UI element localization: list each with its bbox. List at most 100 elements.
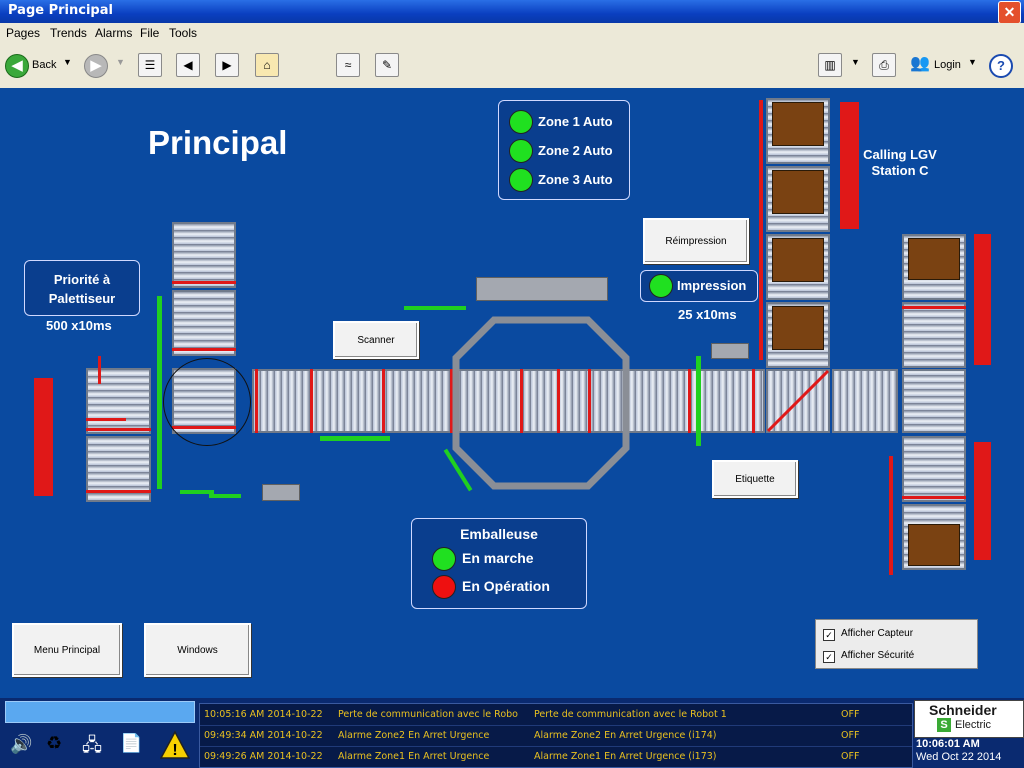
login-dropdown-icon[interactable]: ▼ — [968, 57, 977, 67]
recycle-icon[interactable]: ♻ — [46, 733, 63, 753]
sensor-line — [98, 356, 101, 384]
sensor-line — [172, 348, 236, 351]
main-canvas: Principal Priorité à Palettiseur 500 x10… — [0, 88, 1024, 698]
conveyor-column-2 — [172, 290, 236, 356]
trend-chart-icon[interactable]: ≈ — [336, 53, 360, 77]
schneider-logo-icon: S — [937, 718, 951, 732]
green-sensor-vertical — [157, 296, 162, 489]
pallet — [772, 238, 824, 282]
menu-file[interactable]: File — [140, 26, 160, 40]
sensor-line — [557, 369, 560, 433]
grey-block — [262, 484, 300, 501]
back-dropdown-icon[interactable]: ▼ — [63, 57, 72, 67]
impression-value: 25 x10ms — [678, 307, 737, 322]
warning-icon[interactable]: ! — [159, 730, 191, 760]
conveyor-column-1 — [172, 222, 236, 288]
etiquette-button[interactable]: Etiquette — [712, 460, 798, 498]
emballeuse-title: Emballeuse — [460, 526, 538, 542]
back-arrow-icon[interactable]: ◀ — [5, 54, 29, 78]
users-icon[interactable]: 👥 — [910, 55, 930, 72]
emballeuse-operation-lamp — [432, 575, 456, 599]
alarm-message: Perte de communication avec le Robo — [338, 709, 518, 720]
sensor-line — [889, 456, 893, 575]
pallet — [772, 102, 824, 146]
conveyor-far-right-2 — [902, 302, 966, 368]
reimpression-button[interactable]: Réimpression — [643, 218, 749, 264]
title-bar: Page Principal ✕ — [0, 0, 1024, 24]
impression-status-lamp — [649, 274, 673, 298]
print-icon[interactable]: ⎙ — [872, 53, 896, 77]
sensor-line — [382, 369, 385, 433]
zone-1-label: Zone 1 Auto — [538, 114, 613, 129]
zone-1-status-lamp — [509, 110, 533, 134]
alarm-state: OFF — [841, 751, 860, 762]
clock-time: 10:06:01 AM — [916, 738, 980, 750]
alarm-time: 09:49:26 AM 2014-10-22 — [204, 751, 323, 762]
login-button-label[interactable]: Login — [934, 59, 961, 71]
forward-dropdown-icon[interactable]: ▼ — [116, 57, 125, 67]
menu-tools[interactable]: Tools — [169, 26, 198, 40]
sensor-line — [588, 369, 591, 433]
sensor-line — [688, 369, 691, 433]
home-icon[interactable]: ⌂ — [255, 53, 279, 77]
windows-button[interactable]: Windows — [144, 623, 251, 677]
back-button-label[interactable]: Back — [32, 59, 57, 71]
pallet — [908, 524, 960, 566]
zone-3-label: Zone 3 Auto — [538, 172, 613, 187]
priority-panel: Priorité à Palettiseur — [24, 260, 140, 316]
help-icon[interactable]: ? — [989, 54, 1013, 78]
right-safety-bar — [974, 442, 991, 560]
pallet — [772, 170, 824, 214]
sensor-line — [902, 496, 966, 499]
green-sensor-horizontal — [180, 490, 214, 494]
next-page-icon[interactable]: ▶ — [215, 53, 239, 77]
window-title: Page Principal — [8, 3, 113, 18]
document-alarm-icon[interactable]: 📄 — [120, 733, 143, 753]
calling-lgv-bar — [840, 102, 859, 229]
transfer-diagonal — [766, 369, 830, 433]
alarm-time: 09:49:34 AM 2014-10-22 — [204, 730, 323, 741]
scanner-button[interactable]: Scanner — [333, 321, 419, 359]
report-chart-icon[interactable]: ▥ — [818, 53, 842, 77]
alarm-state: OFF — [841, 709, 860, 720]
display-options-panel: ✓ Afficher Capteur ✓ Afficher Sécurité — [815, 619, 978, 669]
sensor-line — [86, 428, 151, 431]
report-dropdown-icon[interactable]: ▼ — [851, 57, 860, 67]
sensor-line — [86, 418, 126, 421]
conveyor-far-right-4 — [902, 436, 966, 502]
table-row[interactable]: 10:05:16 AM 2014-10-22 Perte de communic… — [200, 704, 912, 726]
afficher-securite-checkbox[interactable]: ✓ — [823, 651, 835, 663]
grey-block — [476, 277, 608, 301]
alarm-time: 10:05:16 AM 2014-10-22 — [204, 709, 323, 720]
turntable-circle — [163, 358, 251, 446]
afficher-capteur-checkbox[interactable]: ✓ — [823, 629, 835, 641]
forward-arrow-icon[interactable]: ▶ — [84, 54, 108, 78]
alarm-table: 10:05:16 AM 2014-10-22 Perte de communic… — [199, 703, 913, 768]
pallet — [772, 306, 824, 350]
network-alarm-icon[interactable]: 🖧 — [82, 735, 103, 755]
impression-label: Impression — [677, 278, 747, 293]
table-row[interactable]: 09:49:34 AM 2014-10-22 Alarme Zone2 En A… — [200, 725, 912, 747]
previous-page-icon[interactable]: ◀ — [176, 53, 200, 77]
menu-pages[interactable]: Pages — [6, 26, 41, 40]
main-conveyor-1 — [252, 369, 452, 433]
sensor-line — [255, 369, 258, 433]
edit-trend-icon[interactable]: ✎ — [375, 53, 399, 77]
menu-alarms[interactable]: Alarms — [95, 26, 133, 40]
main-conveyor-4 — [832, 369, 898, 433]
alarm-description: Alarme Zone1 En Arret Urgence (i173) — [534, 751, 717, 762]
pages-list-icon[interactable]: ☰ — [138, 53, 162, 77]
speaker-icon[interactable]: 🔊 — [10, 734, 33, 754]
pallet — [908, 238, 960, 280]
menu-principal-button[interactable]: Menu Principal — [12, 623, 122, 677]
close-button[interactable]: ✕ — [998, 1, 1021, 24]
clock: 10:06:01 AM Wed Oct 22 2014 — [914, 738, 1022, 768]
table-row[interactable]: 09:49:26 AM 2014-10-22 Alarme Zone1 En A… — [200, 746, 912, 767]
zone-2-label: Zone 2 Auto — [538, 143, 613, 158]
menu-trends[interactable]: Trends — [50, 26, 87, 40]
alarm-message: Alarme Zone1 En Arret Urgence — [338, 751, 490, 762]
zone-3-status-lamp — [509, 168, 533, 192]
sensor-line — [310, 369, 313, 433]
emballeuse-operation-label: En Opération — [462, 578, 550, 594]
zones-panel: Zone 1 Auto Zone 2 Auto Zone 3 Auto — [498, 100, 630, 200]
